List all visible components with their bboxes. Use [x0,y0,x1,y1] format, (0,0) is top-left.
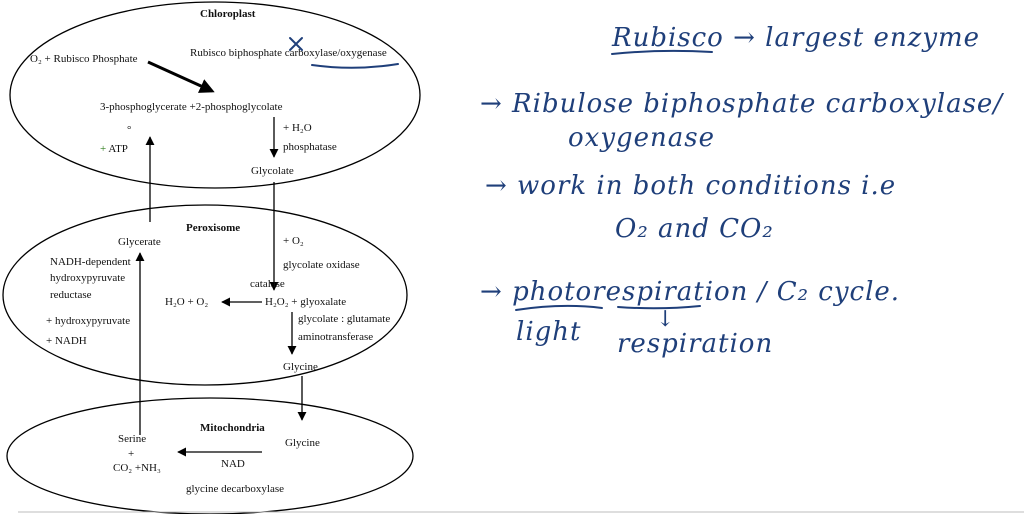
catalase-label: catalase [250,278,285,290]
glycerate-label: Glycerate [118,236,161,248]
plus-nadh-label: + NADH [46,335,87,347]
glycolate-oxidase-label: glycolate oxidase [283,259,360,271]
serine-label: Serine [118,433,146,445]
rubisco-underline [611,49,713,55]
glycine-peroxisome-label: Glycine [283,361,318,373]
mitochondria-ellipse [6,397,414,514]
note-line-6-end: / C₂ cycle. [748,277,900,307]
h2o-add-label: + H₂O [283,122,312,134]
atp-label: + ATP [100,143,128,155]
phosphatase-label: phosphatase [283,141,337,153]
aminotransferase-line2: aminotransferase [298,331,373,343]
aminotransferase-line1: glycolate : glutamate [298,313,390,325]
chloroplast-title: Chloroplast [200,8,256,20]
glycolate-label: Glycolate [251,165,294,177]
nadh-reductase-line3: reductase [50,289,92,301]
pga-pgly-label: 3-phosphoglycerate +2-phosphoglycolate [100,101,283,113]
plus-o2-label: + O₂ [283,235,304,247]
glycine-decarboxylase-label: glycine decarboxylase [186,483,284,495]
note-respiration: respiration [617,329,773,359]
co2-nh3-label: CO₂ +NH₃ [113,462,161,474]
cross-mark-annotation [289,37,303,51]
photo-underline [515,304,603,311]
atp-plus: + [100,143,108,155]
nadh-reductase-line2: hydroxypyruvate [50,272,125,284]
chloroplast-ellipse [9,1,421,189]
respiration-underline [617,305,701,310]
handwritten-notes: Rubisco → largest enzyme → Ribulose biph… [480,23,1004,359]
nadh-reductase-line1: NADH-dependent [50,256,131,268]
note-line-4: → work in both conditions i.e [485,171,896,201]
note-line-1: Rubisco → largest enzyme [611,23,980,53]
atp-text: ATP [108,143,128,155]
note-down-arrow: ↓ [656,307,674,332]
h2o-o2-label: H₂O + O₂ [165,296,208,308]
oxygenase-underline [311,63,399,69]
peroxisome-ellipse [2,204,408,386]
h2o2-glyoxalate-label: H₂O₂ + glyoxalate [265,296,346,308]
peroxisome-title: Peroxisome [186,222,240,234]
glycine-mitochondria-label: Glycine [285,437,320,449]
note-photorespiration: photorespiration [512,277,748,307]
note-light: light [516,317,581,347]
note-line-5: O₂ and CO₂ [615,214,774,244]
o2-rubisco-phosphate-label: O₂ + Rubisco Phosphate [30,53,138,65]
note-line-6-arrow: → [480,277,512,307]
mitochondria-title: Mitochondria [200,422,265,434]
note-line-3: oxygenase [568,123,715,153]
rubisco-reaction-arrow [147,60,215,93]
nad-label: NAD [221,458,245,470]
plus-hydroxypyruvate-label: + hydroxypyruvate [46,315,130,327]
plus-sign-label: + [128,448,134,460]
note-line-6: → photorespiration / C₂ cycle. [480,277,900,307]
note-line-2: → Ribulose biphosphate carboxylase/ [480,89,1004,119]
rubisco-enzyme-label: Rubisco biphosphate carboxylase/oxygenas… [190,47,387,59]
circle-mark: ° [127,124,131,136]
